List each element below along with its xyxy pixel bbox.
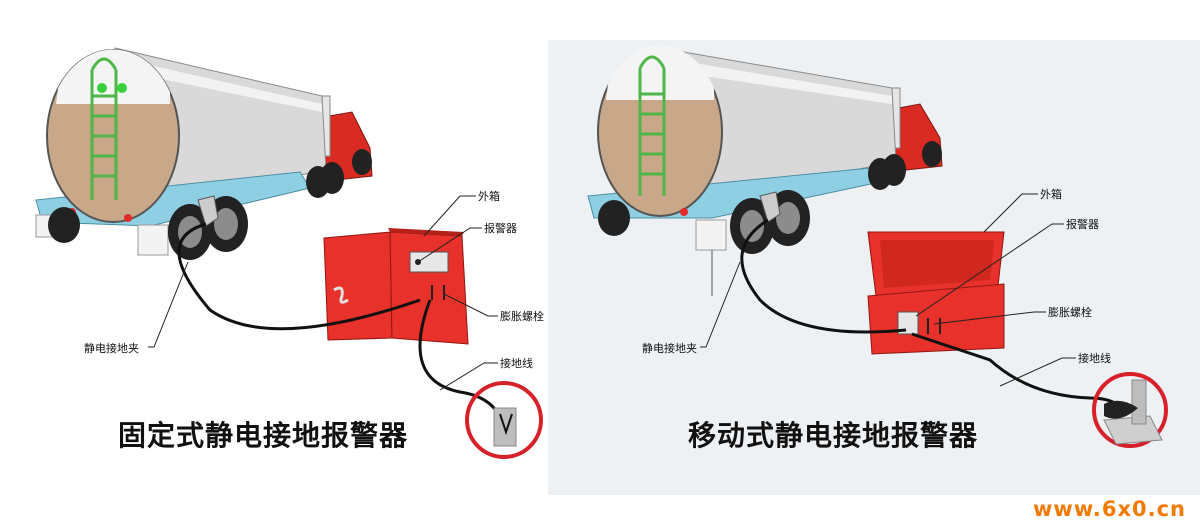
left-tanker-truck xyxy=(35,47,373,260)
watermark: www.6x0.cn xyxy=(1033,497,1186,521)
right-label-ground-clamp: 静电接地夹 xyxy=(642,342,697,355)
left-tank-light xyxy=(97,83,107,93)
left-tail-light xyxy=(124,214,132,222)
right-callout-lines xyxy=(700,193,1076,387)
left-cabinet-handle xyxy=(333,286,349,304)
left-alarm-unit xyxy=(409,251,449,273)
left-caption: 固定式静电接地报警器 xyxy=(118,419,409,452)
right-clamp-cable xyxy=(740,218,907,334)
right-mud-flap xyxy=(695,219,727,251)
left-tank-end-top xyxy=(56,49,170,104)
right-tank-stripe xyxy=(676,60,892,104)
left-mud-flap xyxy=(137,224,169,256)
left-cabinet-body xyxy=(389,231,469,345)
right-alarm-unit xyxy=(897,311,919,335)
right-label-alarm: 报警器 xyxy=(1066,218,1099,231)
right-ladder xyxy=(638,55,666,196)
right-label-ground-wire: 接地线 xyxy=(1078,352,1111,365)
right-tanker-truck xyxy=(587,45,943,296)
right-ground-cable xyxy=(911,332,1126,412)
left-fixed-cabinet xyxy=(323,228,469,345)
right-box-lid-inner xyxy=(880,240,994,288)
left-cabinet-top xyxy=(388,228,464,236)
right-label-expansion-bolt: 膨胀螺栓 xyxy=(1048,306,1092,319)
right-ground-stake xyxy=(1131,379,1147,425)
left-tank-light xyxy=(117,83,127,93)
left-label-ground-clamp: 静电接地夹 xyxy=(84,342,139,355)
right-mobile-box xyxy=(867,231,1005,355)
left-label-ground-wire: 接地线 xyxy=(500,357,533,370)
left-ground-clamp xyxy=(197,195,219,227)
right-ground-clamp xyxy=(759,191,781,223)
left-ladder xyxy=(90,57,118,200)
right-label-outer-box: 外箱 xyxy=(1040,188,1062,201)
right-tail-light xyxy=(680,208,688,216)
left-label-outer-box: 外箱 xyxy=(478,190,500,203)
left-clamp-cable xyxy=(177,222,421,331)
left-tank-stripe xyxy=(118,58,322,112)
right-caption: 移动式静电接地报警器 xyxy=(688,419,979,452)
left-callout-lines xyxy=(148,195,498,391)
right-box-body xyxy=(867,283,1005,355)
right-ground-clip xyxy=(1104,400,1138,419)
left-highlight-ring xyxy=(465,381,543,459)
left-label-expansion-bolt: 膨胀螺栓 xyxy=(500,310,544,323)
left-ground-clip xyxy=(499,413,513,436)
right-tank-end-top xyxy=(606,45,714,100)
right-highlight-ring xyxy=(1092,372,1168,448)
left-label-alarm: 报警器 xyxy=(484,222,517,235)
